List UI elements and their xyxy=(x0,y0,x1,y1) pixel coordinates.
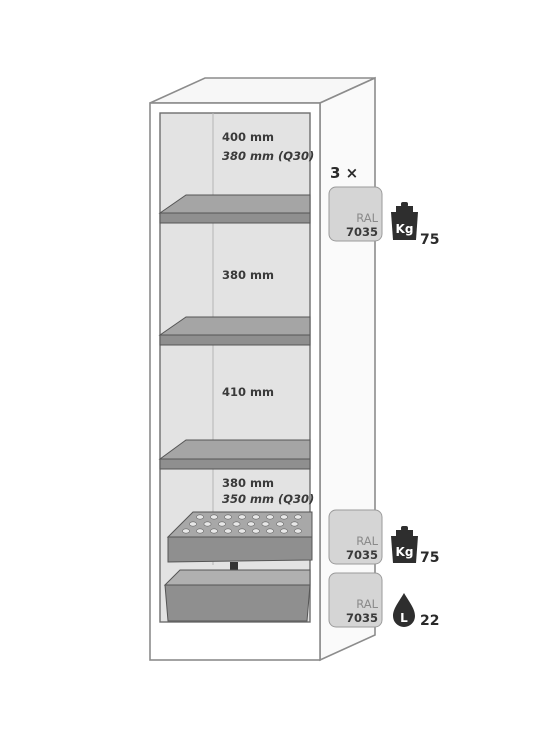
shelf-2 xyxy=(158,316,311,346)
perforated-insert xyxy=(166,511,313,563)
perforation-hole xyxy=(276,521,284,527)
perforation-hole xyxy=(290,521,299,527)
icon-kg-text: Kg xyxy=(396,222,414,236)
color-swatch-shelf: RAL 7035 xyxy=(328,186,383,242)
compartment-2-height: 380 mm xyxy=(222,268,274,282)
perforation-hole xyxy=(261,521,270,527)
icon-l-text: L xyxy=(400,611,408,625)
compartment-3-height: 410 mm xyxy=(222,385,274,399)
perforation-hole xyxy=(196,528,204,534)
perforation-hole xyxy=(252,528,260,534)
swatch-1-code: 7035 xyxy=(346,225,378,239)
color-swatch-sump: RAL 7035 xyxy=(328,572,383,628)
sump-tray xyxy=(163,569,311,622)
perforation-hole xyxy=(203,521,212,527)
swatch-3-code: 7035 xyxy=(346,611,378,625)
perforation-hole xyxy=(210,528,218,534)
perforation-hole xyxy=(232,521,241,527)
shelf-count: 3 × xyxy=(330,164,358,182)
swatch-3-label: RAL xyxy=(356,597,378,611)
sump-volume-value: 22 xyxy=(420,613,439,629)
shelf-1 xyxy=(158,194,311,224)
perforation-hole xyxy=(196,514,204,520)
perforation-hole xyxy=(252,514,260,520)
icon-kg-text: Kg xyxy=(396,545,414,559)
compartment-4-height-q30: 350 mm (Q30) xyxy=(222,492,314,506)
perforation-hole xyxy=(238,528,246,534)
shelf-3 xyxy=(158,439,311,470)
perforation-hole xyxy=(280,514,288,520)
perforation-hole xyxy=(294,528,302,534)
volume-liter-icon: L xyxy=(393,593,415,627)
perforation-hole xyxy=(266,514,274,520)
compartment-1-height: 400 mm xyxy=(222,130,274,144)
weight-kg-icon: Kg xyxy=(391,202,418,240)
perforation-hole xyxy=(247,521,255,527)
perforation-hole xyxy=(210,514,218,520)
perforation-hole xyxy=(189,521,197,527)
compartment-4-height: 380 mm xyxy=(222,476,274,490)
perforation-hole xyxy=(266,528,274,534)
color-swatch-insert: RAL 7035 xyxy=(328,509,383,565)
insert-load-value: 75 xyxy=(420,550,439,566)
perforation-hole xyxy=(294,514,302,520)
perforation-hole xyxy=(218,521,226,527)
swatch-2-label: RAL xyxy=(356,534,378,548)
compartment-1-height-q30: 380 mm (Q30) xyxy=(222,149,314,163)
swatch-1-label: RAL xyxy=(356,211,378,225)
perforation-hole xyxy=(224,528,232,534)
perforation-hole xyxy=(280,528,288,534)
swatch-2-code: 7035 xyxy=(346,548,378,562)
perforation-hole xyxy=(224,514,232,520)
perforation-hole xyxy=(182,528,190,534)
weight-kg-icon: Kg xyxy=(391,526,418,563)
perforation-hole xyxy=(238,514,246,520)
shelf-load-value: 75 xyxy=(420,232,439,248)
